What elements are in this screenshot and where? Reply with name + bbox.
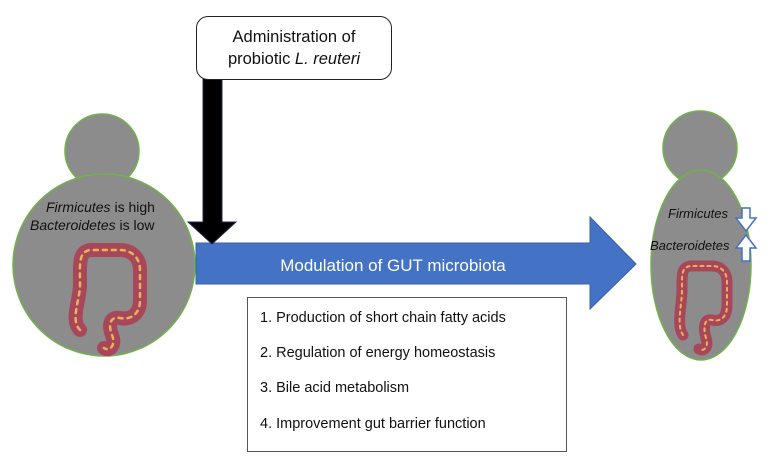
left-person-figure <box>12 113 196 357</box>
administration-box: Administration of probiotic L. reuteri <box>196 16 392 80</box>
administration-line1: Administration of <box>232 28 356 46</box>
right-person-figure <box>650 110 752 361</box>
administration-probiotic-name: L. reuteri <box>294 50 361 68</box>
left-bacteroidetes-italic: Bacteroidetes <box>30 217 116 233</box>
right-colon-icon <box>674 260 733 356</box>
left-firmicutes-italic: Firmicutes <box>46 199 111 215</box>
left-firmicutes-rest: is high <box>110 199 155 215</box>
administration-line2-prefix: probiotic <box>227 50 295 68</box>
right-bacteroidetes-label: Bacteroidetes <box>650 238 730 253</box>
modulation-label: Modulation of GUT microbiota <box>280 256 506 275</box>
administration-line2: probiotic L. reuteri <box>228 48 360 70</box>
right-firmicutes-label: Firmicutes <box>668 206 728 221</box>
effect-item: 3. Bile acid metabolism <box>260 380 410 396</box>
effect-item: 4. Improvement gut barrier function <box>260 416 486 432</box>
effect-item: 2. Regulation of energy homeostasis <box>260 345 496 361</box>
effect-item: 1. Production of short chain fatty acids <box>260 310 506 326</box>
left-firmicutes-text: Firmicutes is high <box>46 199 155 215</box>
firmicutes-down-arrow-icon <box>734 207 758 233</box>
left-bacteroidetes-rest: is low <box>115 217 155 233</box>
effects-list-box: 1. Production of short chain fatty acids… <box>247 297 567 452</box>
left-bacteroidetes-text: Bacteroidetes is low <box>30 217 155 233</box>
modulation-arrow <box>195 215 637 311</box>
left-colon-icon <box>68 243 147 357</box>
bacteroidetes-up-arrow-icon <box>734 233 758 262</box>
administration-down-arrow <box>186 77 238 245</box>
left-body <box>12 173 196 357</box>
